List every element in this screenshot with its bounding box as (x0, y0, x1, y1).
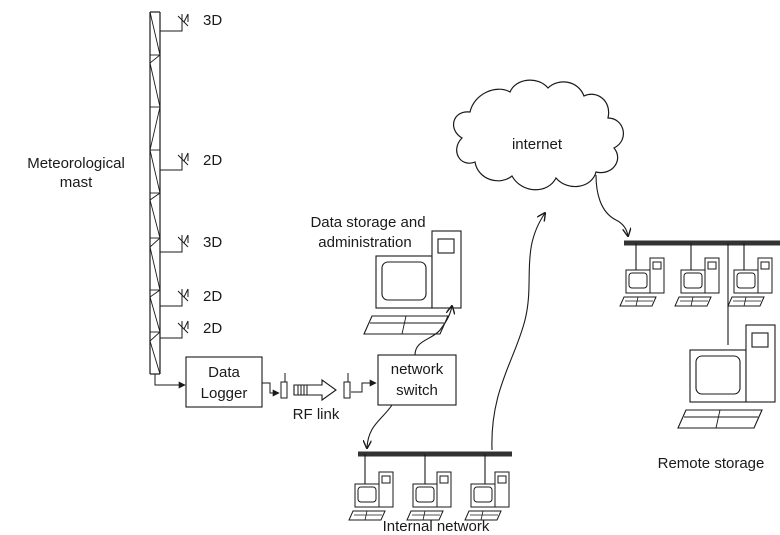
sensor-2d-upper-label: 2D (203, 152, 222, 169)
rf-link-arrow (293, 378, 337, 402)
sensor-3d-top-label: 3D (203, 12, 222, 29)
server-computer-icon (677, 324, 776, 429)
desktop-computer-icon (348, 471, 394, 521)
wind-sensor-icon (177, 320, 189, 334)
internal-network-to-internet-connector (491, 213, 545, 451)
wind-sensor-icon (177, 152, 189, 166)
switch-to-storage-connector (414, 306, 452, 356)
antenna-to-switch-connector (351, 379, 377, 393)
sensor-2d-b (160, 320, 189, 339)
cloud-icon (453, 79, 624, 191)
sensor-2d-upper (160, 152, 189, 171)
wind-sensor-icon (177, 288, 189, 302)
desktop-computer-icon (406, 471, 452, 521)
remote-storage-label: Remote storage (658, 455, 765, 472)
data-logger-label-line2: Logger (201, 385, 248, 402)
desktop-computer-icon (464, 471, 510, 521)
switch-to-internal-network-connector (367, 404, 393, 448)
antenna-icon (343, 372, 351, 399)
data-storage-label-line2: administration (318, 234, 411, 251)
remote-storage-computer (677, 324, 776, 429)
sensor-2d-a-label: 2D (203, 288, 222, 305)
network-switch-label-line1: network (391, 361, 444, 378)
mast-label-line1: Meteorological (27, 155, 125, 172)
internet-label: internet (512, 136, 563, 153)
network-switch-box (377, 354, 457, 406)
wind-sensor-icon (177, 234, 189, 248)
antenna-icon (280, 372, 288, 399)
desktop-computer-icon (727, 257, 773, 307)
sensor-2d-a (160, 288, 189, 307)
sensor-2d-b-label: 2D (203, 320, 222, 337)
sensor-3d-top (160, 13, 189, 32)
data-logger-label-line1: Data (208, 364, 240, 381)
network-switch-label-line2: switch (396, 382, 438, 399)
internet-to-remote-network-connector (595, 174, 628, 236)
internal-network-label: Internal network (383, 518, 490, 535)
rf-link-label: RF link (293, 406, 340, 423)
sensor-3d-mid-label: 3D (203, 234, 222, 251)
mast-label-line2: mast (60, 174, 93, 191)
mast-to-logger-connector (154, 374, 186, 389)
desktop-computer-icon (619, 257, 665, 307)
meteorological-mast (149, 11, 161, 375)
data-storage-label-line1: Data storage and (310, 214, 425, 231)
wind-sensor-icon (177, 13, 189, 27)
desktop-computer-icon (674, 257, 720, 307)
sensor-3d-mid (160, 234, 189, 253)
data-logger-box (185, 356, 263, 408)
logger-to-antenna-connector (262, 382, 280, 397)
